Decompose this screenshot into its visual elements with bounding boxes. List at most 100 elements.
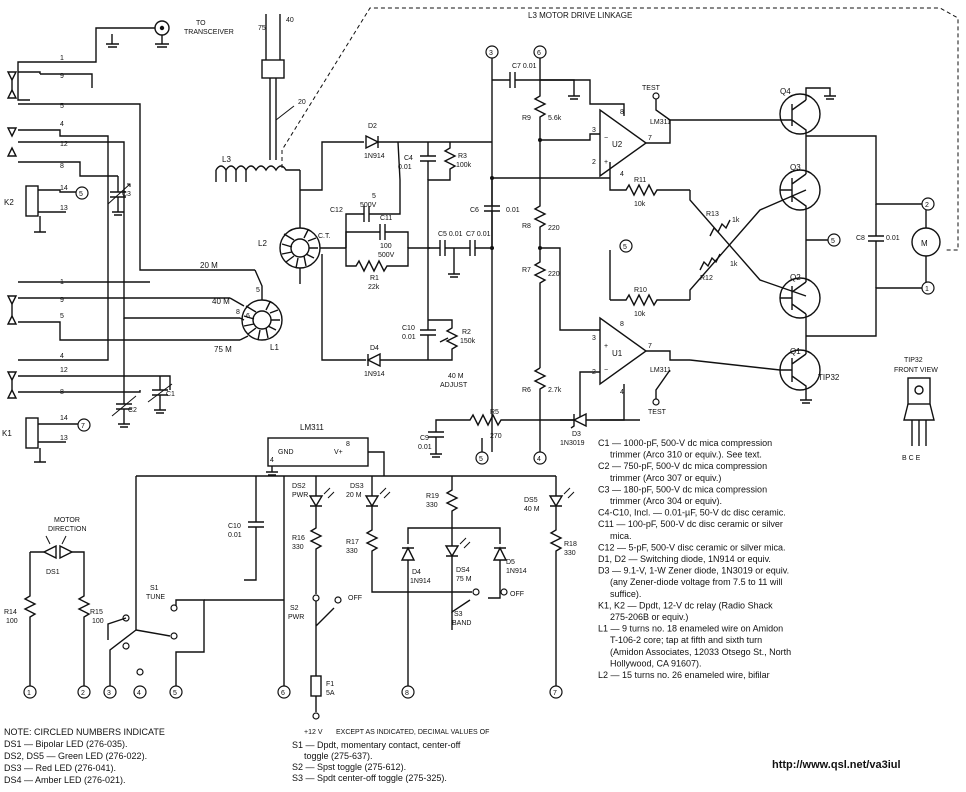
switch-note-line: toggle (275-637). bbox=[304, 751, 373, 761]
comparator-u1: 3 2 8 4 7 + − U1 LM311 bbox=[540, 316, 690, 421]
transistor-q1: Q1 TIP32 bbox=[779, 336, 840, 404]
parts-list-line: L1 — 9 turns no. 18 enameled wire on Ami… bbox=[598, 624, 783, 634]
svg-text:14: 14 bbox=[60, 185, 68, 192]
transistor-q4: Q4 bbox=[779, 87, 836, 136]
band-40m-label: 40 M bbox=[212, 297, 230, 306]
transistor-q2: Q2 bbox=[779, 210, 821, 336]
svg-text:4: 4 bbox=[60, 353, 64, 360]
q1-type: TIP32 bbox=[818, 373, 840, 382]
svg-text:1: 1 bbox=[27, 690, 31, 697]
svg-text:+: + bbox=[604, 159, 608, 166]
svg-text:8: 8 bbox=[620, 321, 624, 328]
svg-text:8: 8 bbox=[60, 389, 64, 396]
svg-text:5: 5 bbox=[79, 191, 83, 198]
svg-text:6: 6 bbox=[281, 690, 285, 697]
svg-text:5: 5 bbox=[173, 690, 177, 697]
capacitor-c7-mid: C7 0.01 bbox=[464, 231, 492, 256]
lm311-a: LM311 bbox=[650, 119, 671, 126]
parts-list-line: D1, D2 — Switching diode, 1N914 or equiv… bbox=[598, 554, 771, 564]
parts-list-line: C12 — 5-pF, 500-V disc ceramic or silver… bbox=[598, 542, 786, 552]
rail-node3: 3 bbox=[485, 45, 610, 452]
capacitor-c1: C1 bbox=[147, 376, 175, 414]
test-b-label: TEST bbox=[648, 409, 667, 416]
svg-text:7: 7 bbox=[81, 423, 85, 430]
r9-value: 5.6k bbox=[548, 115, 562, 122]
svg-text:5: 5 bbox=[831, 238, 835, 245]
c7-mid-label: C7 0.01 bbox=[466, 231, 491, 238]
parts-list-line: C3 — 180-pF, 500-V dc mica compression bbox=[598, 484, 767, 494]
d4-label: D4 bbox=[370, 345, 379, 352]
motor-linkage-label: L3 MOTOR DRIVE LINKAGE bbox=[528, 11, 632, 20]
parts-list-line: 275-206B or equiv.) bbox=[610, 612, 688, 622]
vplus-label: V+ bbox=[334, 449, 343, 456]
parts-list-line: K1, K2 — Dpdt, 12-V dc relay (Radio Shac… bbox=[598, 600, 773, 610]
d2-type: 1N914 bbox=[364, 153, 385, 160]
svg-text:12: 12 bbox=[60, 367, 68, 374]
u2-label: U2 bbox=[612, 140, 623, 149]
q3-label: Q3 bbox=[790, 163, 801, 172]
r8-label: R8 bbox=[522, 223, 531, 230]
toroid-l2: L2 C.T. bbox=[258, 141, 366, 361]
parts-list-line: C1 — 1000-pF, 500-V dc mica compression bbox=[598, 438, 772, 448]
l1-label: L1 bbox=[270, 343, 279, 352]
r8-value: 220 bbox=[548, 225, 560, 232]
c5-label: C5 0.01 bbox=[438, 231, 463, 238]
capacitor-c5: C5 0.01 bbox=[428, 231, 464, 278]
test-point-b: TEST bbox=[648, 369, 671, 416]
relay-k1-contacts: 1 9 5 4 12 8 bbox=[6, 279, 240, 399]
svg-text:5: 5 bbox=[60, 103, 64, 110]
svg-text:4: 4 bbox=[137, 690, 141, 697]
svg-text:14: 14 bbox=[60, 415, 68, 422]
parts-list-line: C11 — 100-pF, 500-V dc disc ceramic or s… bbox=[598, 519, 783, 529]
switch-note-line: S2 — Spst toggle (275-612). bbox=[292, 762, 406, 772]
parts-list-line: T-106-2 core; tap at fifth and sixth tur… bbox=[610, 635, 762, 645]
svg-text:4: 4 bbox=[537, 456, 541, 463]
parts-list-line: Hollywood, CA 91607). bbox=[610, 658, 702, 668]
svg-text:C1: C1 bbox=[166, 391, 175, 398]
svg-text:3: 3 bbox=[489, 50, 493, 57]
note-line: DS3 — Red LED (276-041). bbox=[4, 763, 116, 773]
note-line: NOTE: CIRCLED NUMBERS INDICATE bbox=[4, 727, 165, 737]
svg-text:C2: C2 bbox=[128, 407, 137, 414]
notes-mid: S1 — Dpdt, momentary contact, center-off… bbox=[292, 740, 461, 783]
svg-text:8: 8 bbox=[620, 109, 624, 116]
parts-list-line: trimmer (Arco 307 or equiv.) bbox=[610, 473, 721, 483]
c6-value: 0.01 bbox=[506, 207, 520, 214]
parts-list: C1 — 1000-pF, 500-V dc mica compression t… bbox=[598, 438, 791, 680]
parts-list-line: D3 — 9.1-V, 1-W Zener diode, 1N3019 or e… bbox=[598, 566, 789, 576]
svg-text:3: 3 bbox=[107, 690, 111, 697]
r7-label: R7 bbox=[522, 267, 531, 274]
r9-label: R9 bbox=[522, 115, 531, 122]
test-a-label: TEST bbox=[642, 85, 661, 92]
r7-value: 220 bbox=[548, 271, 560, 278]
toroid-l1: L1 5 6 8 20 M 40 M 75 M bbox=[200, 261, 283, 354]
parts-list-line: trimmer (Arco 310 or equiv.). See text. bbox=[610, 450, 762, 460]
off1-label: OFF bbox=[348, 595, 362, 602]
